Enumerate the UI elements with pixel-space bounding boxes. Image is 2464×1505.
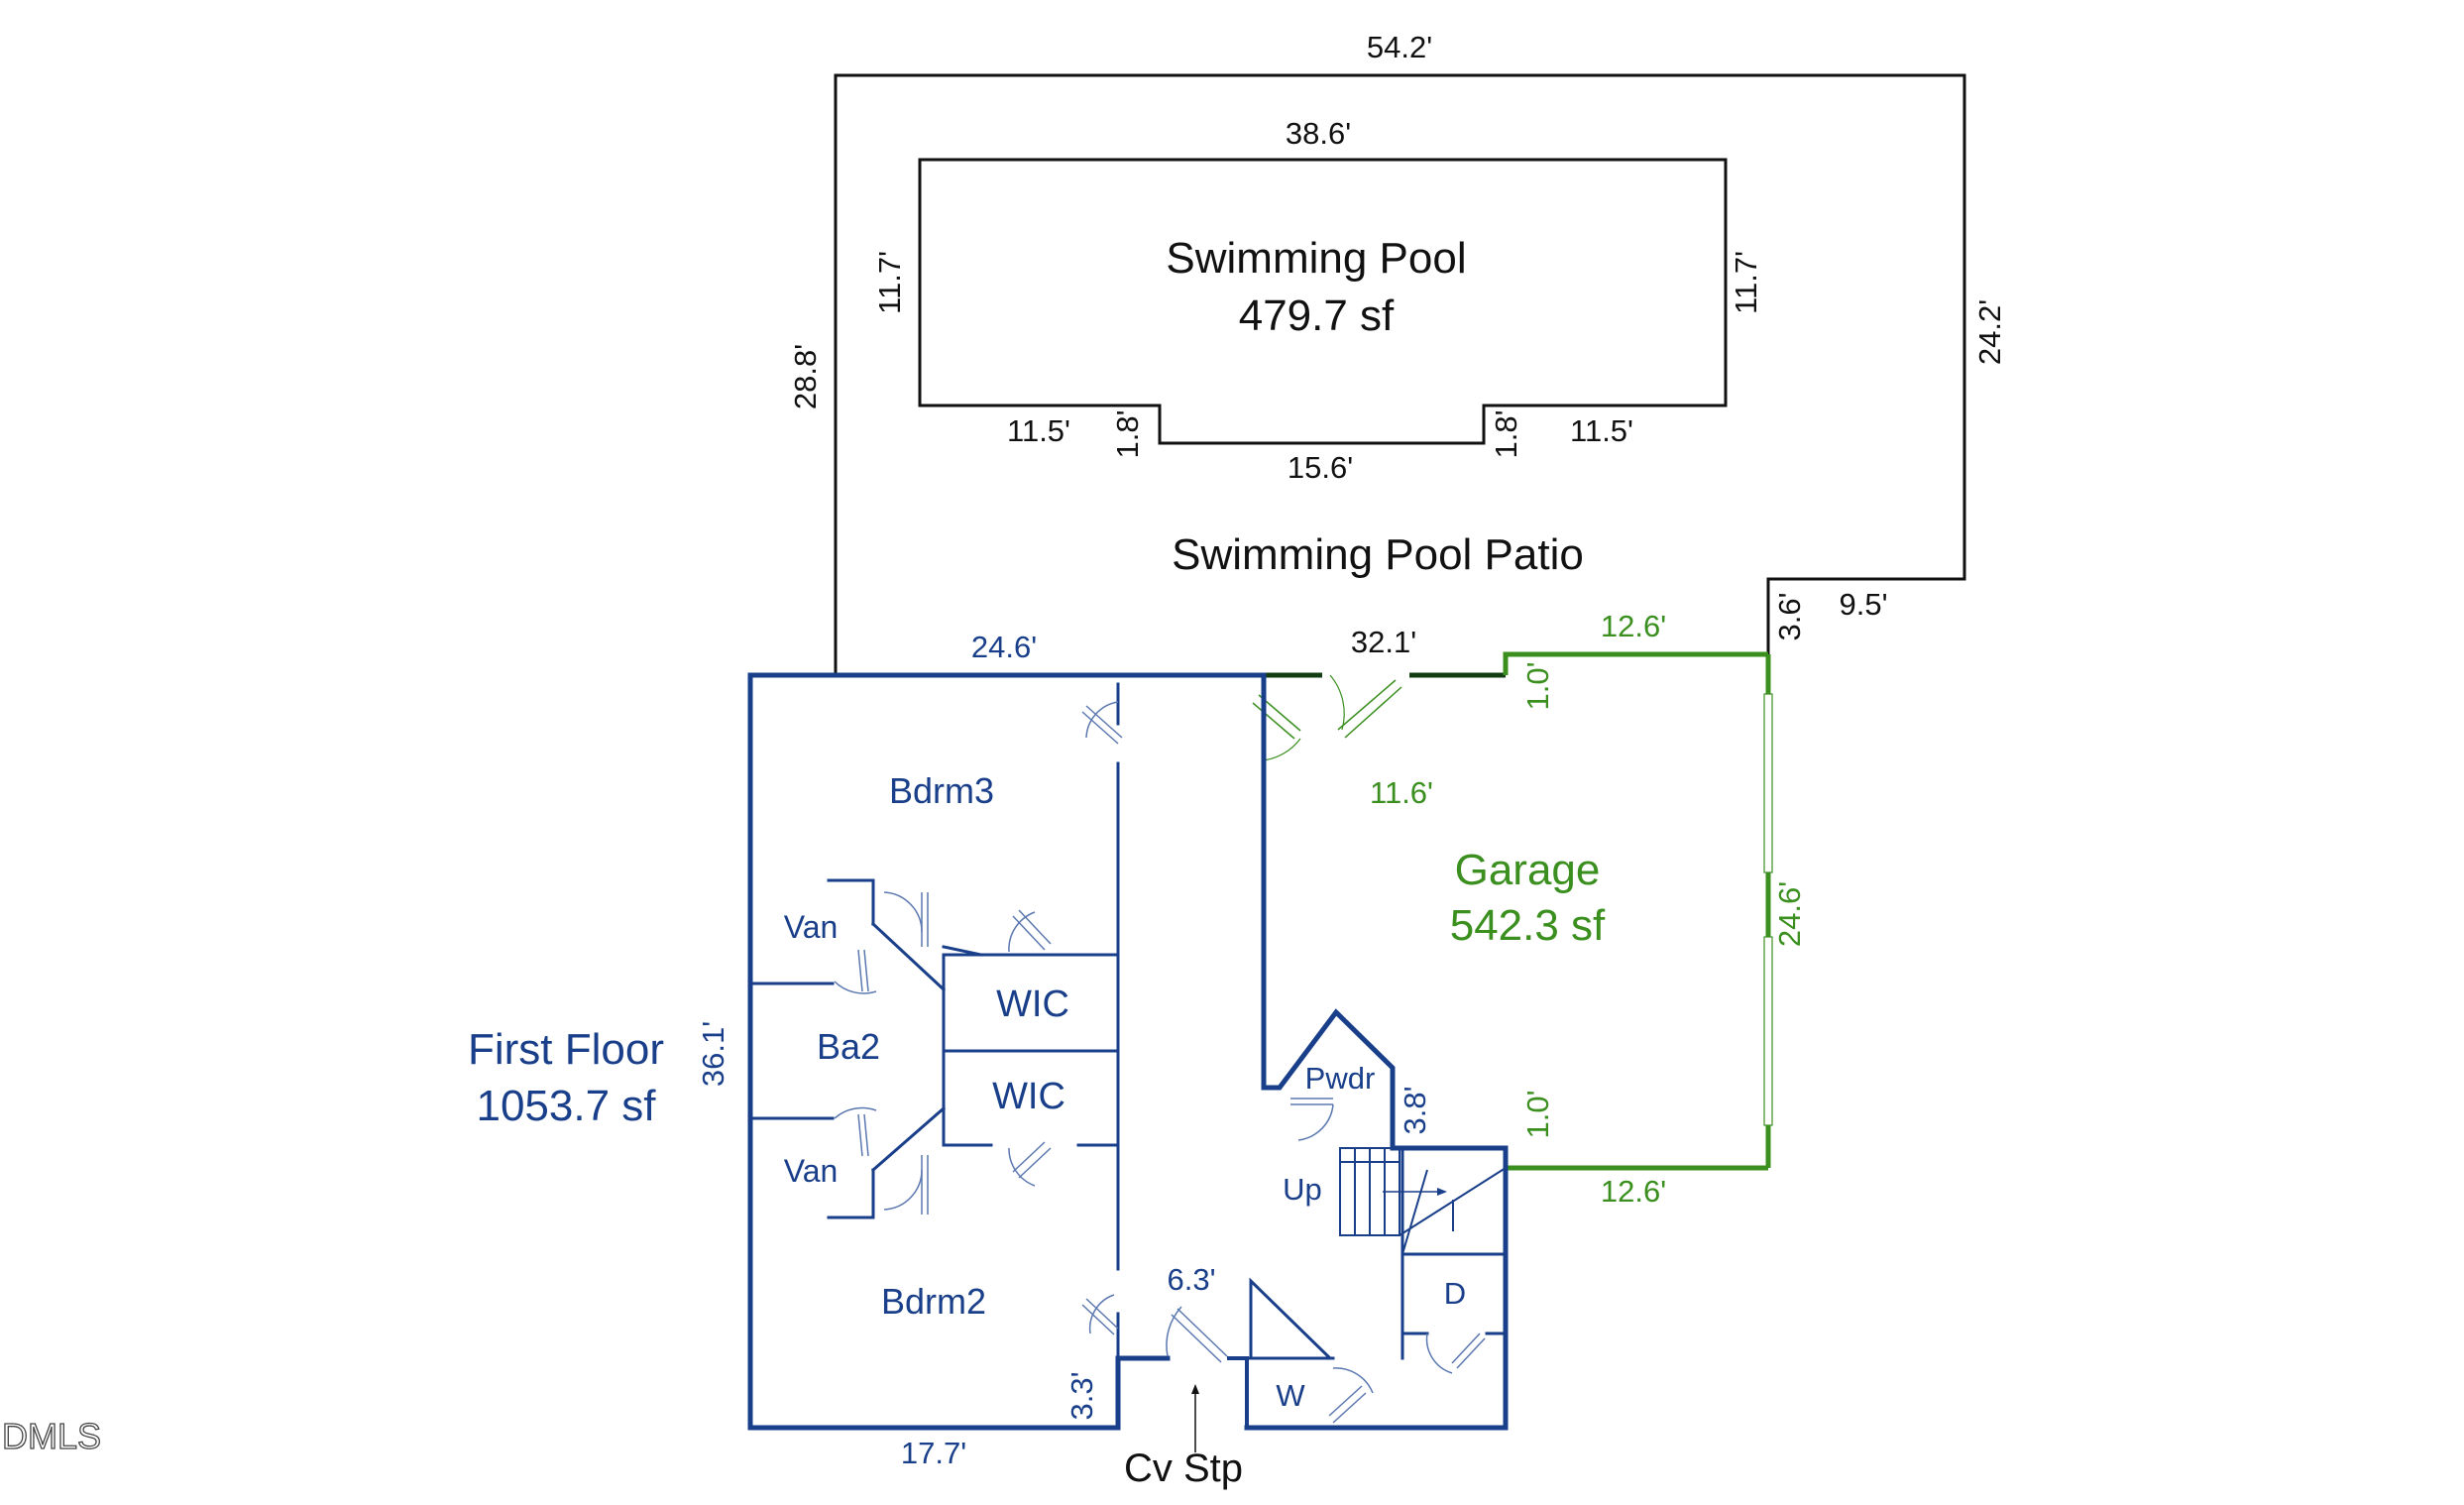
room-van-top: Van [784, 909, 839, 945]
garage-name: Garage [1455, 846, 1601, 894]
pool-name: Swimming Pool [1166, 234, 1466, 283]
pool-dim-top: 38.6' [1286, 116, 1351, 151]
patio-dim-right: 24.2' [1972, 299, 2007, 365]
garage-dim-bottom-step: 1.0' [1520, 1090, 1555, 1138]
first-floor-dim-hall: 6.3' [1167, 1262, 1215, 1297]
patio-dim-top: 54.2' [1367, 30, 1432, 64]
stairs-up-label: Up [1283, 1172, 1322, 1207]
first-floor-dim-pwdr: 3.8' [1398, 1086, 1432, 1134]
first-floor-area: 1053.7 sf [476, 1082, 656, 1130]
room-d: D [1444, 1276, 1466, 1311]
watermark: DMLS [2, 1416, 101, 1456]
room-wic-bottom: WIC [992, 1076, 1065, 1117]
room-van-bottom: Van [784, 1153, 839, 1189]
first-floor-dim-left: 36.1' [696, 1021, 730, 1087]
cv-stp-label: Cv Stp [1124, 1447, 1243, 1490]
pool-dim-step-left: 1.8' [1110, 409, 1145, 458]
room-wic-top: WIC [996, 984, 1069, 1025]
first-floor-dim-bottom: 17.7' [901, 1436, 966, 1470]
pool-dim-bottom-mid: 15.6' [1288, 450, 1353, 485]
first-floor-walls [747, 672, 1509, 1431]
pool-outline [918, 158, 1728, 445]
patio-dim-notch-h: 9.5' [1839, 587, 1887, 622]
pool-area: 479.7 sf [1239, 291, 1395, 340]
garage-dim-top-step: 1.0' [1520, 661, 1555, 710]
room-w: W [1276, 1378, 1305, 1413]
patio-dim-bottom: 32.1' [1351, 625, 1416, 659]
cv-stp-arrow-icon [1191, 1384, 1199, 1394]
room-bdrm3: Bdrm3 [889, 770, 994, 811]
patio-dim-left: 28.8' [788, 344, 823, 409]
pool-dim-bottom-right: 11.5' [1570, 413, 1633, 448]
pool-dim-bottom-left: 11.5' [1007, 413, 1070, 448]
stairs [1339, 1147, 1507, 1255]
garage-dim-bottom: 12.6' [1601, 1174, 1666, 1209]
garage-dim-top: 12.6' [1601, 609, 1666, 643]
room-bdrm2: Bdrm2 [881, 1281, 986, 1322]
first-floor-name: First Floor [468, 1025, 664, 1074]
patio-dim-notch-v: 3.6' [1772, 592, 1807, 640]
garage-door-swing [1252, 674, 1402, 761]
first-floor-dim-top: 24.6' [971, 630, 1037, 664]
garage-dim-right: 24.6' [1772, 881, 1807, 947]
garage-dim-inner: 11.6' [1370, 775, 1433, 810]
patio-outline [834, 73, 1966, 673]
room-pwdr: Pwdr [1305, 1061, 1376, 1096]
garage-area: 542.3 sf [1450, 901, 1606, 950]
pool-dim-step-right: 1.8' [1489, 409, 1523, 458]
pool-dim-left: 11.7' [872, 251, 907, 314]
first-floor-dim-cv: 3.3' [1064, 1371, 1099, 1420]
pool-dim-right: 11.7' [1729, 251, 1763, 314]
room-ba2: Ba2 [817, 1026, 880, 1067]
patio-name: Swimming Pool Patio [1172, 530, 1584, 579]
door-swings [834, 701, 1486, 1452]
